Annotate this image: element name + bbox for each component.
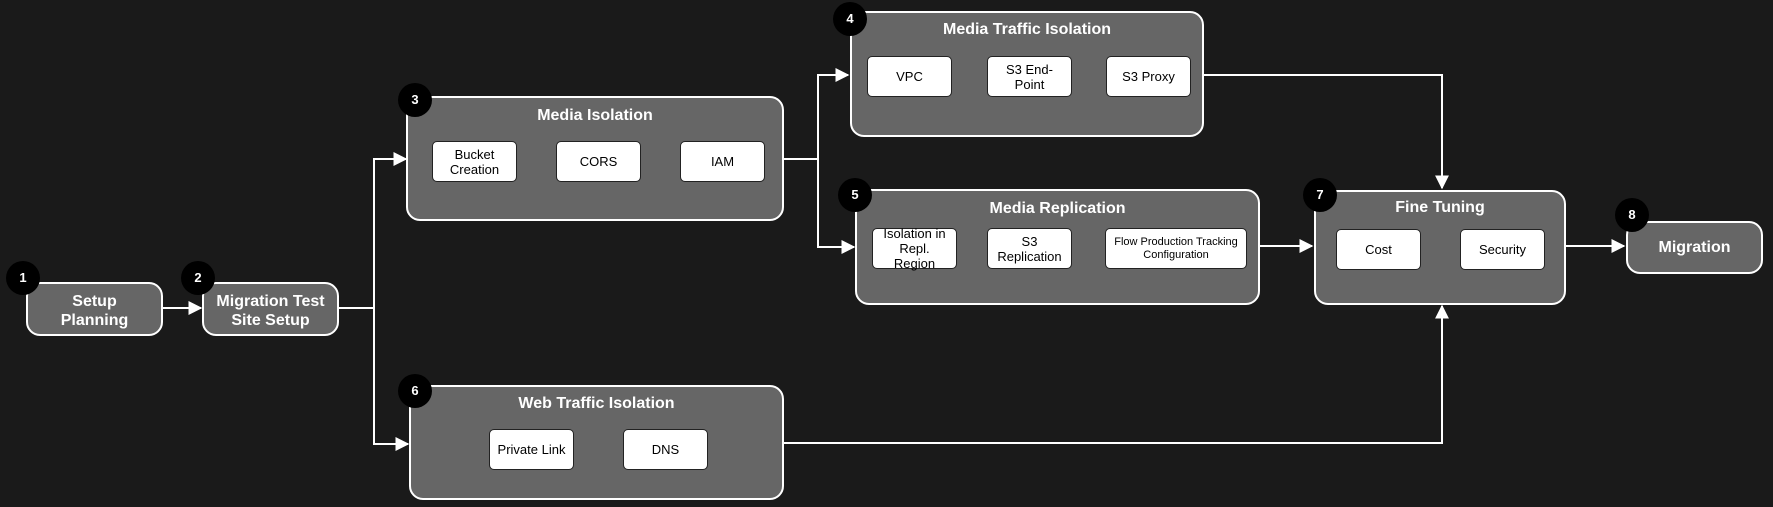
stage-migration-test-site[interactable]: Migration Test Site Setup (202, 282, 339, 336)
stage-title: Media Traffic Isolation (942, 21, 1112, 38)
stage-migration[interactable]: Migration (1626, 221, 1763, 274)
step-bucket-creation[interactable]: Bucket Creation (432, 141, 517, 182)
stage-title: Setup Planning (60, 293, 129, 329)
stage-web-traffic-isolation[interactable]: Web Traffic Isolation Private Link DNS (409, 385, 784, 500)
step-s3-endpoint[interactable]: S3 End-Point (987, 56, 1072, 97)
step-cors[interactable]: CORS (556, 141, 641, 182)
step-number-badge: 2 (181, 261, 215, 295)
arrow-test-site-to-web-traffic (373, 308, 410, 451)
step-security[interactable]: Security (1460, 229, 1545, 270)
step-number-badge: 8 (1615, 198, 1649, 232)
arrow-web-traffic-to-fine-tuning (784, 304, 1449, 444)
step-s3-replication[interactable]: S3 Replication (987, 228, 1072, 269)
step-number-badge: 5 (838, 178, 872, 212)
step-flow-production-tracking[interactable]: Flow Production Tracking Configuration (1105, 228, 1247, 269)
step-number-badge: 6 (398, 374, 432, 408)
step-cost[interactable]: Cost (1336, 229, 1421, 270)
stage-setup-planning[interactable]: Setup Planning (26, 282, 163, 336)
step-private-link[interactable]: Private Link (489, 429, 574, 470)
step-iam[interactable]: IAM (680, 141, 765, 182)
step-isolation-repl-region[interactable]: Isolation in Repl. Region (872, 226, 957, 271)
stage-media-isolation[interactable]: Media Isolation Bucket Creation CORS IAM (406, 96, 784, 221)
stage-title: Fine Tuning (1395, 199, 1485, 216)
arrow-media-isolation-to-media-replication (817, 159, 856, 254)
step-number-badge: 7 (1303, 178, 1337, 212)
arrow-media-traffic-to-fine-tuning (1203, 74, 1449, 190)
step-number-badge: 3 (398, 83, 432, 117)
stage-media-replication[interactable]: Media Replication Isolation in Repl. Reg… (855, 189, 1260, 305)
step-vpc[interactable]: VPC (867, 56, 952, 97)
stage-fine-tuning[interactable]: Fine Tuning Cost Security (1314, 190, 1566, 305)
stage-title: Migration Test Site Setup (216, 293, 325, 329)
step-dns[interactable]: DNS (623, 429, 708, 470)
step-s3-proxy[interactable]: S3 Proxy (1106, 56, 1191, 97)
step-number-badge: 1 (6, 261, 40, 295)
stage-title: Media Replication (989, 200, 1126, 217)
stage-media-traffic-isolation[interactable]: Media Traffic Isolation VPC S3 End-Point… (850, 11, 1204, 137)
stage-title: Web Traffic Isolation (518, 395, 675, 412)
arrow-media-isolation-to-media-traffic (783, 68, 850, 160)
arrow-test-site-to-media-isolation (338, 152, 408, 309)
step-number-badge: 4 (833, 2, 867, 36)
stage-title: Media Isolation (537, 107, 653, 124)
stage-title: Migration (1658, 239, 1731, 256)
